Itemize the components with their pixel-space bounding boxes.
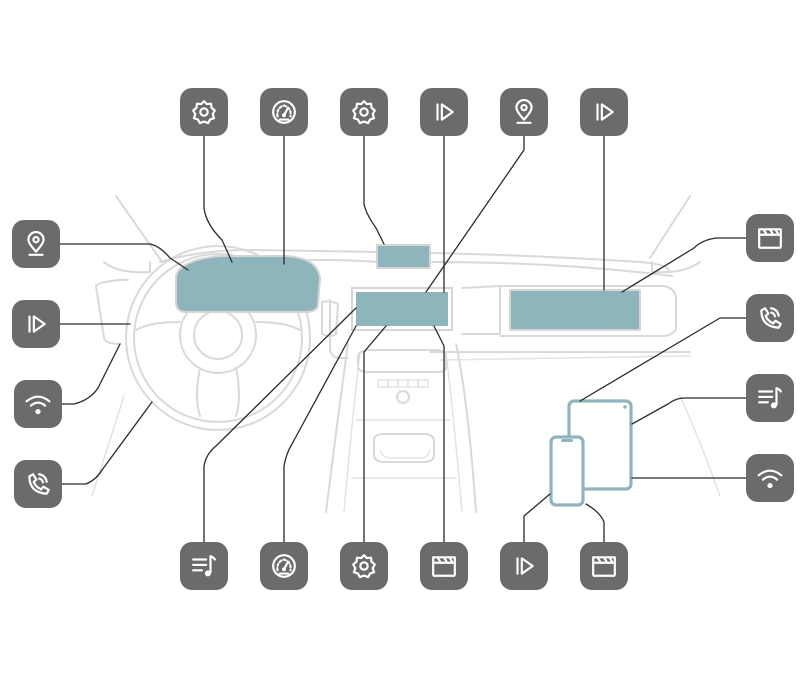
- console-left-inner: [343, 351, 361, 513]
- badge-background: [420, 88, 468, 136]
- badge-background: [580, 88, 628, 136]
- badge-left-2: [12, 300, 60, 348]
- badge-background: [746, 214, 794, 262]
- badge-bottom-1: [180, 542, 228, 590]
- badge-background: [340, 542, 388, 590]
- badge-right-4: [746, 454, 794, 502]
- badge-top-3: [340, 88, 388, 136]
- leader-left-1: [57, 243, 189, 271]
- badge-bottom-4: [420, 542, 468, 590]
- badge-background: [180, 88, 228, 136]
- left-air-vent: [321, 300, 339, 337]
- head-up-display: [376, 244, 431, 269]
- smartphone-notch: [561, 439, 573, 442]
- center-infotainment-screen: [356, 292, 448, 326]
- leader-top-3: [363, 133, 385, 245]
- right-spoke: [255, 321, 301, 331]
- tablet-camera: [623, 405, 627, 409]
- badge-background: [12, 300, 60, 348]
- leader-top-5: [425, 133, 525, 293]
- car-interior-sketch: [91, 195, 721, 513]
- icon-badges: [12, 88, 794, 590]
- left-door-line: [91, 395, 125, 497]
- badge-background: [500, 542, 548, 590]
- gear-shifter-base: [373, 433, 435, 463]
- badge-left-3: [14, 380, 62, 428]
- badge-background: [14, 380, 62, 428]
- glovebox-line-2: [439, 355, 691, 361]
- left-a-pillar: [115, 195, 163, 263]
- leader-right-2: [579, 317, 749, 402]
- badge-right-2: [746, 294, 794, 342]
- badge-top-6: [580, 88, 628, 136]
- smartphone-device: [549, 435, 585, 507]
- badge-background: [746, 454, 794, 502]
- badge-top-2: [260, 88, 308, 136]
- badge-background: [420, 542, 468, 590]
- console-vent: [357, 349, 447, 373]
- center-stack-frame: [461, 285, 501, 335]
- left-mirror: [103, 261, 151, 274]
- leader-bottom-6: [585, 503, 605, 545]
- passenger-display-screen: [509, 289, 641, 331]
- leader-bottom-5: [523, 493, 551, 545]
- leader-right-3: [631, 397, 749, 425]
- leader-bottom-3: [363, 325, 387, 545]
- badge-left-1: [12, 220, 60, 268]
- left-spoke: [135, 321, 181, 331]
- badge-bottom-6: [580, 542, 628, 590]
- leader-bottom-2: [283, 325, 357, 545]
- badge-background: [746, 294, 794, 342]
- leader-bottom-4: [433, 325, 445, 545]
- leader-left-4: [59, 401, 153, 485]
- steering-wheel: [125, 245, 311, 431]
- badge-background: [260, 88, 308, 136]
- badge-top-5: [500, 88, 548, 136]
- badge-bottom-3: [340, 542, 388, 590]
- center-screen-frame: [351, 287, 453, 331]
- badge-top-4: [420, 88, 468, 136]
- badge-top-1: [180, 88, 228, 136]
- badge-background: [500, 88, 548, 136]
- dashboard-left-edge: [95, 279, 129, 287]
- leader-bottom-1: [203, 307, 357, 545]
- badge-background: [340, 88, 388, 136]
- console-left-side: [325, 343, 349, 513]
- badge-left-4: [14, 460, 62, 508]
- right-door-line: [679, 395, 721, 497]
- dashboard-left-face: [95, 285, 121, 345]
- gear-shifter-inner: [379, 449, 431, 459]
- right-mirror: [651, 261, 701, 274]
- console-buttons: [377, 379, 429, 388]
- console-right-side: [455, 343, 477, 513]
- badge-bottom-2: [260, 542, 308, 590]
- right-a-pillar: [649, 195, 691, 259]
- dashboard-divider-left: [329, 299, 349, 359]
- badge-background: [12, 220, 60, 268]
- passenger-dash-face: [499, 285, 677, 337]
- console-right-inner: [445, 351, 463, 513]
- badge-background: [14, 460, 62, 508]
- badge-bottom-5: [500, 542, 548, 590]
- instrument-cluster-screen: [175, 255, 322, 313]
- steering-hub-inner: [193, 310, 243, 360]
- badge-right-1: [746, 214, 794, 262]
- lower-spoke: [196, 367, 240, 417]
- leader-left-3: [59, 343, 121, 405]
- badge-background: [580, 542, 628, 590]
- dashboard-top: [159, 249, 671, 273]
- badge-right-3: [746, 374, 794, 422]
- steering-wheel-rim-outer: [125, 245, 311, 431]
- leader-right-1: [621, 237, 749, 293]
- leader-top-1: [203, 133, 233, 263]
- steering-wheel-rim-inner: [133, 253, 303, 423]
- console-knob: [396, 390, 410, 404]
- leader-lines: [57, 133, 749, 545]
- badge-background: [260, 542, 308, 590]
